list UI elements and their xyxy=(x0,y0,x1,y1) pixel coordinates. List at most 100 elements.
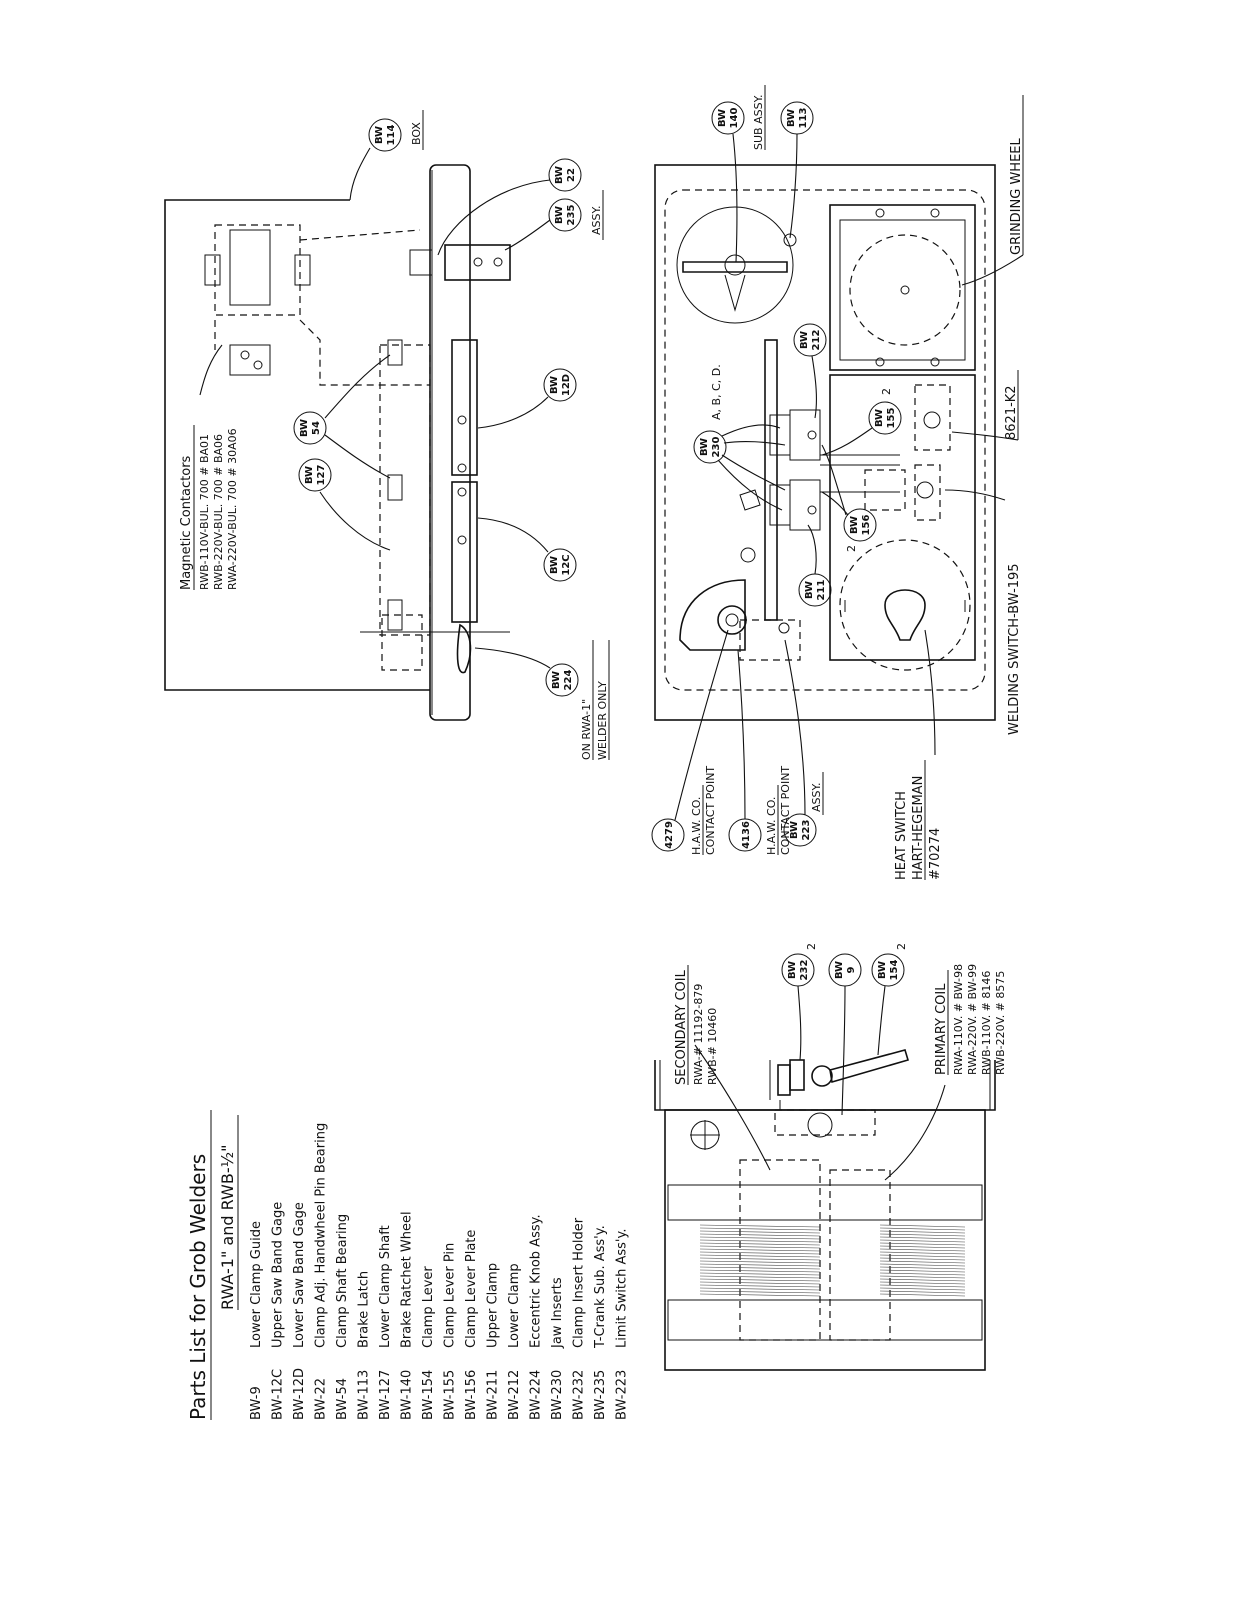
heat-switch xyxy=(679,579,746,651)
secondary-coil-label: SECONDARY COIL xyxy=(674,969,689,1085)
coil-winding xyxy=(699,1251,821,1255)
coil-winding xyxy=(699,1254,821,1258)
qty-155: 2 xyxy=(880,388,893,395)
coil-winding xyxy=(879,1263,966,1267)
coil-winding xyxy=(699,1290,821,1294)
coil-winding xyxy=(699,1263,821,1267)
part-description: Clamp Adj. Handwheel Pin Bearing xyxy=(314,1123,329,1348)
parts-list-subtitle: RWA-1" and RWB-½" xyxy=(218,1145,237,1311)
coil-winding xyxy=(879,1242,966,1246)
bubble-text: BW xyxy=(786,109,797,127)
bubble-text: 127 xyxy=(316,465,327,486)
part-number: BW-22 xyxy=(314,1378,329,1420)
upper-saw-band-gage xyxy=(451,339,478,476)
front-view: BW 140 SUB ASSY. BW 113 GRINDING WHEEL B… xyxy=(651,85,1024,880)
part-description: Clamp Lever Plate xyxy=(464,1230,479,1348)
bubble-bw-155 xyxy=(868,401,902,435)
box-outline xyxy=(164,199,430,691)
bubble-text: 9 xyxy=(846,966,857,973)
part-description: Clamp Shaft Bearing xyxy=(335,1214,350,1348)
grinding-wheel-housing xyxy=(829,204,976,371)
bubble-text: 54 xyxy=(311,421,322,435)
grinding-wheel-label: GRINDING WHEEL xyxy=(1009,138,1024,255)
coil-winding xyxy=(879,1293,966,1297)
bubble-text: 22 xyxy=(566,168,577,182)
part-description: Brake Ratchet Wheel xyxy=(400,1211,415,1348)
bubble-bw-12c xyxy=(543,548,577,582)
brake-ratchet-wheel xyxy=(676,206,794,324)
part-number: BW-156 xyxy=(464,1370,479,1420)
bubble-bw-223 xyxy=(783,813,817,847)
coil-winding xyxy=(699,1272,821,1276)
bubble-text: BW xyxy=(717,109,728,127)
bubble-text: BW xyxy=(874,409,885,427)
part-8621-label: 8621-K2 xyxy=(1004,385,1019,440)
clamp-shaft xyxy=(379,344,431,636)
part-number: BW-232 xyxy=(572,1370,587,1420)
part-number: BW-235 xyxy=(593,1370,608,1420)
coil-winding xyxy=(879,1278,966,1282)
bubble-text: 156 xyxy=(861,515,872,536)
part-number: BW-54 xyxy=(335,1378,350,1420)
coil-winding xyxy=(699,1239,821,1243)
part-number: BW-9 xyxy=(249,1386,264,1420)
coil-winding xyxy=(879,1254,966,1258)
primary-line-2: RWA-220V. # BW-99 xyxy=(966,964,979,1075)
coil-winding xyxy=(879,1260,966,1264)
part-description: Lower Clamp xyxy=(507,1263,522,1348)
grinding-wheel xyxy=(849,234,961,346)
magnetic-contactor xyxy=(214,224,301,316)
part-description: T-Crank Sub. Ass'y. xyxy=(593,1225,608,1349)
top-view: Magnetic Contactors RWB-110V-BUL. 700 # … xyxy=(164,110,610,760)
heat-switch-label: HEAT SWITCH xyxy=(894,791,909,880)
primary-coil-label: PRIMARY COIL xyxy=(934,983,949,1075)
note-line-2: WELDER ONLY xyxy=(596,681,609,760)
coil-winding xyxy=(699,1224,821,1228)
secondary-rwa: RWA-# 11192-879 xyxy=(692,984,705,1085)
part-description: Brake Latch xyxy=(357,1271,372,1348)
coil-winding xyxy=(699,1260,821,1264)
base-plate xyxy=(429,164,471,721)
bubble-bw-127 xyxy=(298,458,332,492)
bubble-text: 154 xyxy=(889,960,900,981)
bubble-bw-235 xyxy=(548,198,582,232)
part-description: Clamp Lever Pin xyxy=(443,1243,458,1348)
bubble-text: BW xyxy=(299,419,310,437)
bubble-text: BW xyxy=(304,466,315,484)
magnetic-contactors-title: Magnetic Contactors xyxy=(179,455,194,590)
part-description: Lower Clamp Guide xyxy=(249,1221,264,1348)
part-number: BW-223 xyxy=(615,1370,630,1420)
haw-label-1: H.A.W. CO. xyxy=(690,797,703,855)
part-description: Clamp Lever xyxy=(421,1266,436,1348)
clamp-bar xyxy=(764,339,778,621)
coil-winding xyxy=(879,1290,966,1294)
sub-assy-label: SUB ASSY. xyxy=(752,94,765,150)
front-panel xyxy=(654,164,996,721)
t-crank xyxy=(444,244,511,281)
bubble-text: BW xyxy=(804,581,815,599)
part-number: BW-12C xyxy=(271,1369,286,1420)
contactor-line-1: RWB-110V-BUL. 700 # BA01 xyxy=(198,434,211,590)
part-number: BW-12D xyxy=(292,1368,307,1420)
bubble-text: 4279 xyxy=(664,821,675,849)
coil-winding xyxy=(879,1227,966,1231)
bubble-bw-224 xyxy=(545,663,579,697)
parts-list: Parts List for Grob Welders RWA-1" and R… xyxy=(186,1110,630,1420)
coil-winding xyxy=(699,1230,821,1234)
coil-winding xyxy=(699,1227,821,1231)
part-number: BW-224 xyxy=(529,1370,544,1420)
coil-winding xyxy=(879,1281,966,1285)
bubble-text: 235 xyxy=(566,205,577,226)
coil-winding xyxy=(879,1239,966,1243)
part-70274-label: #70274 xyxy=(928,828,943,880)
bubble-text: 224 xyxy=(563,670,574,691)
part-number: BW-127 xyxy=(378,1370,393,1420)
box-label: BOX xyxy=(410,122,423,145)
qty-156: 2 xyxy=(845,545,858,552)
bubble-text: BW xyxy=(699,438,710,456)
hart-hegeman-label: HART-HEGEMAN xyxy=(911,776,926,880)
primary-coil xyxy=(879,1224,966,1297)
contact-point-2: CONTACT POINT xyxy=(779,766,792,855)
